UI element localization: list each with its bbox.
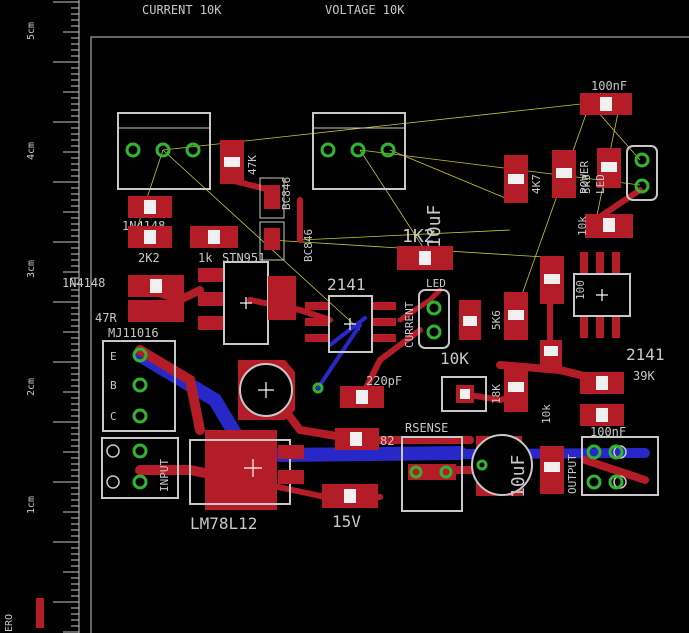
board-outline	[90, 36, 689, 633]
label-39k: 39K	[633, 369, 655, 383]
diode-1n4148-b[interactable]	[128, 275, 184, 297]
zener-15v[interactable]	[322, 484, 378, 508]
label-4k7: 4K7	[530, 174, 543, 194]
label-18k: 18K	[490, 384, 503, 404]
label-82: 82	[380, 434, 394, 448]
vertical-ruler: 5cm 4cm 3cm 2cm 1cm ERO	[0, 0, 80, 633]
label-10k-mid: 10K	[440, 349, 469, 368]
pin-b-label: B	[110, 379, 117, 392]
capacitor-10uf-lower[interactable]	[471, 434, 533, 496]
input-terminal[interactable]	[101, 437, 179, 499]
label-2141-a: 2141	[327, 275, 366, 294]
label-power: POWER	[578, 161, 591, 194]
resistor-1k2[interactable]	[397, 246, 453, 270]
resistor-10k-low[interactable]	[540, 446, 564, 494]
label-bc846-b: BC846	[302, 229, 315, 262]
label-led-power: LED	[594, 174, 607, 194]
label-5k6: 5K6	[490, 310, 503, 330]
output-terminal[interactable]	[581, 436, 659, 496]
pin-c-label: C	[110, 410, 117, 423]
ruler-mark-3cm: 3cm	[26, 260, 37, 278]
capacitor-220pf[interactable]	[340, 386, 384, 408]
transistor-bc846-b[interactable]	[259, 221, 285, 261]
current-pot-label: CURRENT 10K	[142, 3, 222, 17]
capacitor-100nf-lower[interactable]	[580, 404, 624, 426]
ruler-mark-4cm: 4cm	[26, 142, 37, 160]
smd-small-mid-right[interactable]	[540, 340, 562, 366]
resistor-3k3[interactable]	[552, 150, 576, 198]
voltage-pot-label: VOLTAGE 10K	[325, 3, 405, 17]
label-lm78l12: LM78L12	[190, 514, 257, 533]
ruler-mark-2cm: 2cm	[26, 378, 37, 396]
label-100nf-lower: 100nF	[590, 425, 626, 439]
resistor-47r[interactable]	[128, 300, 184, 322]
label-led: LED	[426, 277, 446, 290]
ruler-mark-5cm: 5cm	[26, 22, 37, 40]
smd-resistor-47k[interactable]	[220, 140, 244, 184]
ruler-zero-label: ERO	[4, 614, 15, 632]
resistor-10k-right[interactable]	[585, 214, 633, 238]
diode-1n4148-a[interactable]	[128, 196, 172, 218]
airwires	[132, 102, 641, 331]
label-3k3: 3K3	[580, 174, 593, 194]
label-10k-low: 10k	[540, 404, 553, 424]
label-bc846-a: BC846	[280, 177, 293, 210]
trimmer-box[interactable]	[441, 376, 487, 412]
resistor-2k2[interactable]	[128, 226, 172, 248]
label-mj11016: MJ11016	[108, 326, 159, 340]
power-led-header[interactable]	[626, 145, 658, 201]
led-current[interactable]	[418, 289, 450, 349]
label-100: 100	[574, 280, 587, 300]
label-15v: 15V	[332, 512, 361, 531]
label-47k: 47K	[246, 155, 259, 175]
current-pot-connector[interactable]	[117, 112, 211, 190]
resistor-1k[interactable]	[190, 226, 238, 248]
transistor-stn951[interactable]	[198, 261, 296, 345]
resistor-rsense[interactable]	[401, 436, 463, 512]
label-output: OUTPUT	[566, 454, 579, 494]
label-10uf-top: 10uF	[424, 205, 445, 248]
resistor-100[interactable]	[540, 256, 564, 304]
capacitor-electrolytic-left[interactable]	[238, 360, 324, 420]
label-10uf-lower: 10uF	[508, 455, 529, 498]
label-input: INPUT	[158, 459, 171, 492]
ic-2141-b[interactable]	[573, 252, 631, 338]
label-220pf: 220pF	[366, 374, 402, 388]
ruler-mark-1cm: 1cm	[26, 496, 37, 514]
capacitor-100nf-top[interactable]	[580, 93, 632, 115]
label-10k-right: 10k	[576, 216, 589, 236]
label-1n4148-b: 1N4148	[62, 276, 105, 290]
label-1k: 1k	[198, 251, 213, 265]
label-47r: 47R	[95, 311, 117, 325]
regulator-lm78l12[interactable]	[189, 430, 304, 510]
label-100nf-top: 100nF	[591, 79, 627, 93]
resistor-4k7[interactable]	[504, 155, 528, 203]
smd-small-led-current[interactable]	[459, 300, 481, 340]
ic-2141-a[interactable]	[305, 295, 396, 353]
resistor-39k[interactable]	[580, 372, 624, 394]
voltage-pot-connector[interactable]	[312, 112, 406, 190]
resistor-5k6[interactable]	[504, 292, 528, 340]
resistor-82[interactable]	[335, 428, 379, 450]
transistor-mj11016[interactable]: E B C	[102, 340, 176, 432]
led-power[interactable]	[597, 148, 621, 188]
label-2141-b: 2141	[626, 345, 665, 364]
label-current-vertical: CURRENT	[403, 301, 416, 348]
label-1k2: 1K2	[402, 226, 435, 247]
resistor-18k[interactable]	[504, 364, 528, 412]
label-rsense: RSENSE	[405, 421, 448, 435]
pin-e-label: E	[110, 350, 117, 363]
transistor-bc846-a[interactable]	[259, 177, 285, 219]
label-2k2: 2K2	[138, 251, 160, 265]
